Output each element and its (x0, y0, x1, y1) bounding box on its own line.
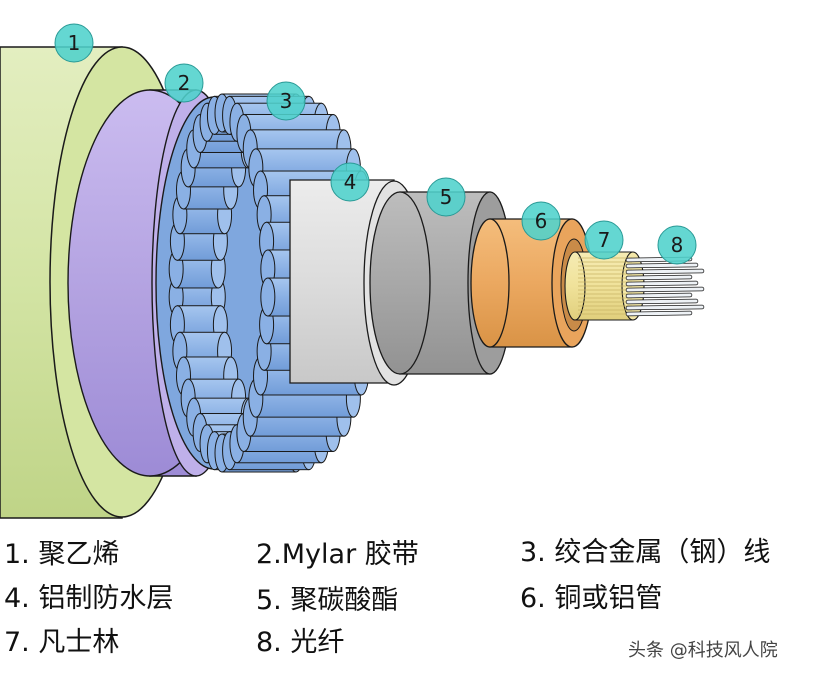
optical-fiber-strand (625, 310, 693, 317)
callout-number: 5 (440, 185, 453, 209)
legend-item-stranded-steel-wire: 3. 绞合金属（钢）线 (520, 537, 771, 568)
optical-fiber-strand (625, 262, 699, 269)
optical-fiber-strand (625, 268, 705, 275)
optical-fiber-strand (625, 286, 705, 293)
optical-fibers (625, 256, 705, 317)
optical-fiber-strand (625, 292, 693, 299)
callout-number: 2 (178, 71, 191, 95)
callout-1-badge: 1 (54, 23, 94, 63)
optical-fiber-strand (625, 280, 699, 287)
callout-number: 3 (280, 89, 293, 113)
callout-6-badge: 6 (521, 201, 561, 241)
callout-8-badge: 8 (657, 225, 697, 265)
stranded-steel-wires (155, 93, 382, 473)
callout-7-badge: 7 (584, 220, 624, 260)
callout-4-badge: 4 (330, 162, 370, 202)
callout-number: 7 (598, 228, 611, 252)
optical-fiber-strand (625, 298, 699, 305)
legend-item-copper-aluminum-tube: 6. 铜或铝管 (520, 583, 663, 614)
legend-item-petroleum-jelly: 7. 凡士林 (4, 627, 120, 658)
legend-item-polyethylene: 1. 聚乙烯 (4, 539, 120, 570)
callout-2-badge: 2 (164, 63, 204, 103)
optical-fiber-strand (625, 274, 693, 281)
callout-number: 1 (68, 31, 81, 55)
callout-number: 6 (535, 209, 548, 233)
callout-number: 4 (344, 170, 357, 194)
optical-fiber-strand (625, 304, 705, 311)
legend-item-optical-fiber: 8. 光纤 (256, 627, 345, 658)
legend-item-aluminum-waterproof-layer: 4. 铝制防水层 (4, 583, 174, 614)
callout-5-badge: 5 (426, 177, 466, 217)
legend-item-mylar-tape: 2.Mylar 胶带 (256, 539, 419, 570)
watermark: 头条 @科技风人院 (628, 640, 778, 661)
callout-badges: 1 2 3 4 5 6 7 8 (54, 23, 697, 265)
legend-item-polycarbonate: 5. 聚碳酸酯 (256, 585, 399, 616)
callout-3-badge: 3 (266, 81, 306, 121)
callout-number: 8 (671, 233, 684, 257)
